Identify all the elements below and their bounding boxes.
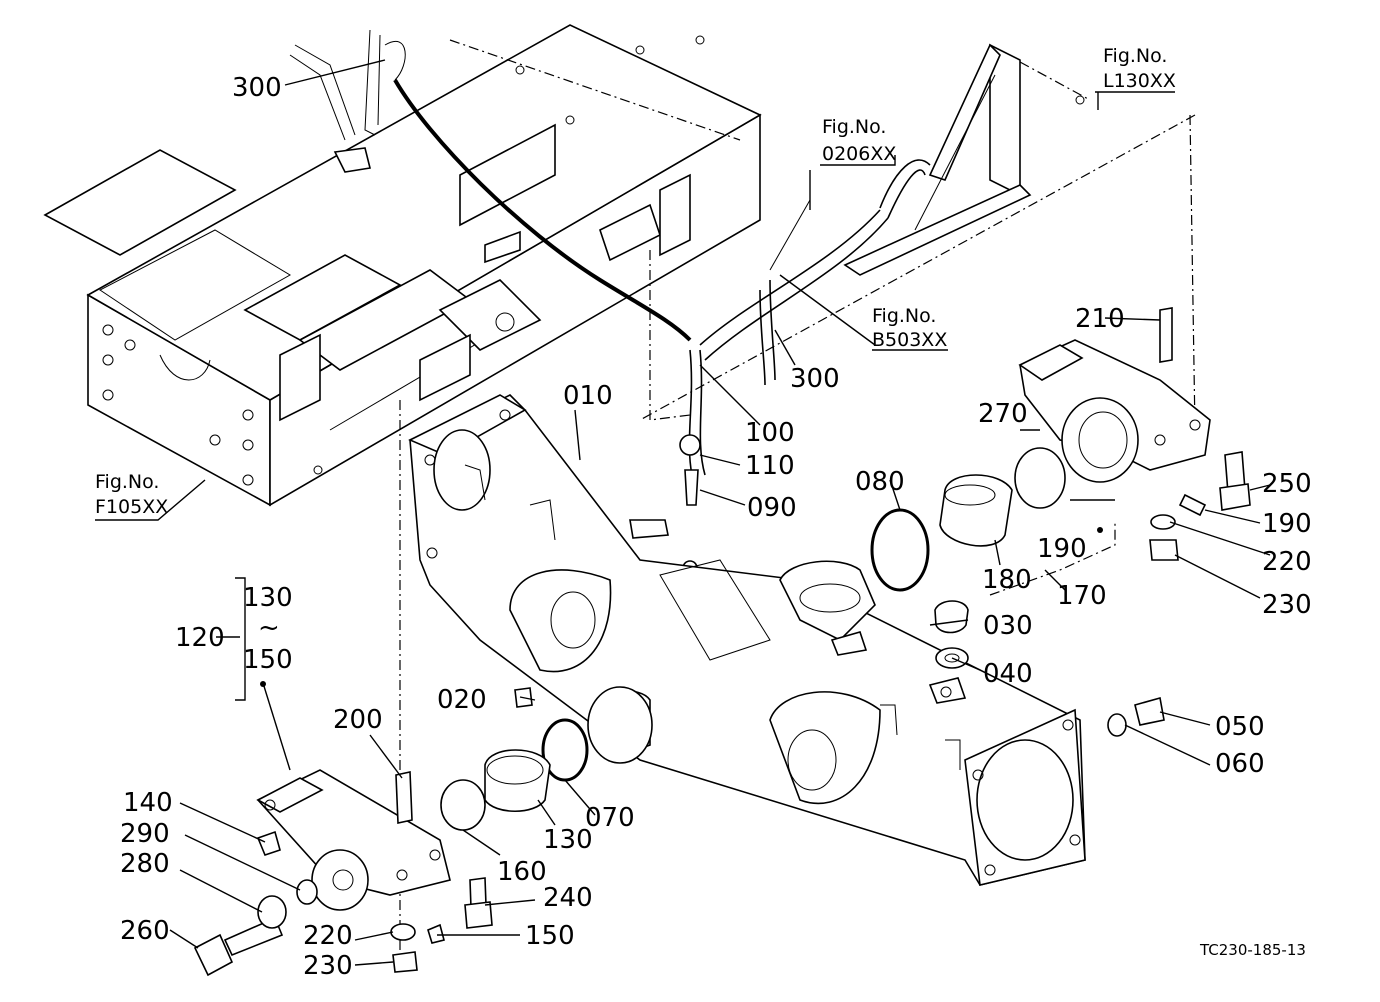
label-250: 250 [1262,469,1312,499]
label-220-right: 220 [1262,547,1312,577]
label-270: 270 [978,399,1028,429]
label-180: 180 [982,565,1032,595]
label-130: 130 [543,825,593,855]
shaft-end [587,686,653,764]
label-150-range-end: 150 [243,645,293,675]
label-160: 160 [497,857,547,887]
label-200: 200 [333,705,383,735]
fig-f105-line2: F105XX [95,496,168,518]
part-labels: 300 010 020 030 040 050 060 070 080 090 … [120,73,1312,981]
label-140: 140 [123,788,173,818]
fig-f105-line1: Fig.No. [95,471,159,493]
plug-050 [1134,696,1165,726]
label-230-left: 230 [303,951,353,981]
fig-l130-line1: Fig.No. [1103,45,1167,67]
label-130-range-start: 130 [243,583,293,613]
label-290: 290 [120,819,170,849]
left-bracket-120 [256,769,451,911]
label-tilde: ~ [258,613,280,643]
label-020: 020 [437,685,487,715]
label-110: 110 [745,451,795,481]
washer-060 [1107,713,1127,737]
label-300-mid: 300 [790,364,840,394]
plug-030 [934,600,969,634]
label-050: 050 [1215,712,1265,742]
label-150: 150 [525,921,575,951]
label-240: 240 [543,883,593,913]
label-190: 190 [1262,509,1312,539]
fig-b503-line2: B503XX [872,329,947,351]
bushing-180 [939,474,1013,547]
bushing-130 [484,749,551,812]
label-230-right: 230 [1262,590,1312,620]
label-190-group: 190 [1037,534,1087,564]
ring-080 [870,508,930,592]
label-300-top: 300 [232,73,282,103]
fig-b503-line1: Fig.No. [872,305,936,327]
label-210: 210 [1075,304,1125,334]
washer-290 [296,879,318,905]
label-030: 030 [983,611,1033,641]
label-280: 280 [120,849,170,879]
label-090: 090 [747,493,797,523]
figure-references: Fig.No. F105XX Fig.No. 0206XX Fig.No. L1… [95,45,1176,518]
grease-140 [256,830,281,856]
label-060: 060 [1215,749,1265,779]
group-dot-120 [260,681,266,687]
fig-0206-line2: 0206XX [822,143,896,165]
cap-160 [440,779,486,831]
label-040: 040 [983,659,1033,689]
label-070: 070 [585,803,635,833]
rear-bracket [639,43,1196,431]
tractor-frame [43,24,762,960]
washer-220a [390,923,416,941]
fig-l130-line2: L130XX [1103,70,1176,92]
label-220-left: 220 [303,921,353,951]
label-170: 170 [1057,581,1107,611]
drawing-code: TC230-185-13 [1199,941,1306,959]
label-120: 120 [175,623,225,653]
label-010: 010 [563,381,613,411]
label-080: 080 [855,467,905,497]
right-bracket-170 [989,307,1251,596]
cable-300 [393,78,692,342]
plug-150b [427,923,445,944]
label-100: 100 [745,418,795,448]
group-dot-170 [1097,527,1103,533]
collar-280 [257,895,287,929]
nut-230a [392,951,418,973]
leader-lines [95,59,1271,966]
fig-0206-line1: Fig.No. [822,116,886,138]
ring-270 [1014,447,1066,509]
label-260: 260 [120,916,170,946]
bolt-240 [464,877,493,929]
